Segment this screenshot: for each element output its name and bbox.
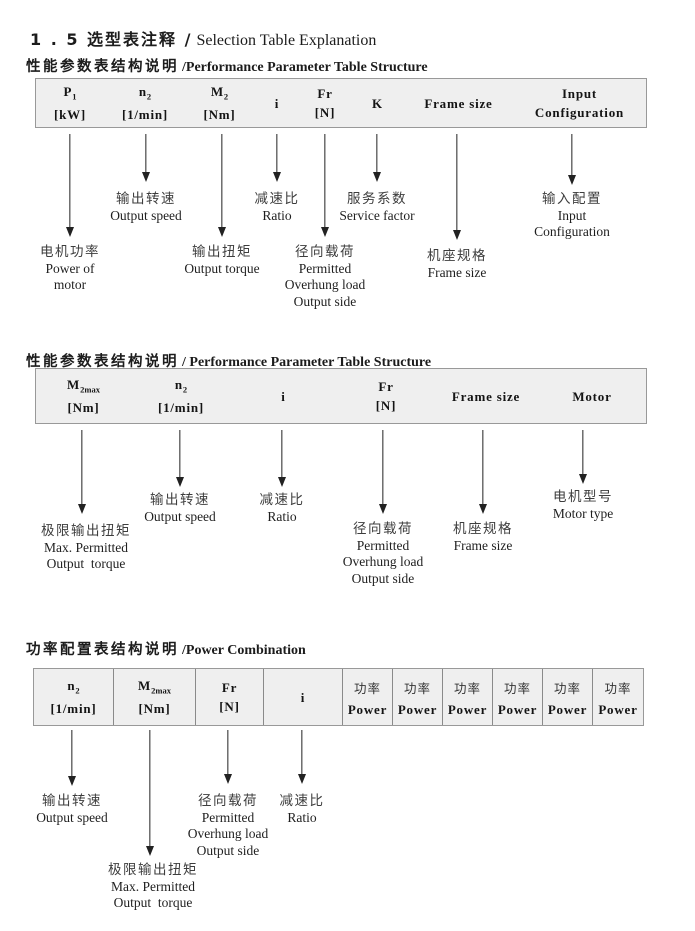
- callout-label-overhung-load: 径向载荷 Permitted Overhung load Output side: [284, 244, 366, 309]
- callout-label-output-speed: 输出转速 Output speed: [144, 492, 216, 524]
- performance-table-header-1: P1 [kW] n2 [1/min] M2 [Nm] i Fr [N] K Fr…: [35, 78, 647, 128]
- callout-label-motor-type: 电机型号 Motor type: [552, 489, 614, 521]
- callout-arrow-overhung-load: [223, 730, 233, 784]
- callout-arrow-output-speed: [175, 430, 185, 487]
- header-cell-m2max: M2max [Nm]: [114, 669, 196, 725]
- header-cell-m2max: M2max [Nm]: [67, 377, 100, 415]
- power-combination-table-header: n2 [1/min] M2max [Nm] Fr [N] i 功率 Power …: [33, 668, 644, 726]
- header-cell-i: i: [274, 95, 280, 111]
- header-cell-frame-size: Frame size: [424, 95, 493, 111]
- callout-label-input-configuration: 输入配置 Input Configuration: [534, 191, 610, 239]
- callout-arrow-motor-type: [578, 430, 588, 484]
- callout-label-output-torque: 输出扭矩 Output torque: [184, 244, 260, 276]
- callout-label-overhung-load: 径向载荷 Permitted Overhung load Output side: [187, 793, 269, 858]
- callout-arrow-input-configuration: [567, 134, 577, 185]
- header-cell-fr: Fr [N]: [314, 86, 336, 120]
- header-cell-k: K: [372, 95, 383, 111]
- header-cell-fr: Fr [N]: [196, 669, 264, 725]
- page-title-en: Selection Table Explanation: [196, 32, 377, 49]
- callout-label-output-speed: 输出转速 Output speed: [110, 191, 182, 223]
- callout-arrow-frame-size: [478, 430, 488, 514]
- callout-label-frame-size: 机座规格 Frame size: [453, 521, 513, 553]
- callout-arrow-output-torque: [217, 134, 227, 237]
- callout-arrow-power: [65, 134, 75, 237]
- callout-arrow-ratio: [277, 430, 287, 487]
- callout-arrow-overhung-load: [378, 430, 388, 514]
- section-heading-2-en: / Performance Parameter Table Structure: [182, 355, 432, 370]
- section-heading-1-zh: 性能参数表结构说明: [26, 59, 179, 75]
- callout-label-max-output-torque: 极限输出扭矩 Max. Permitted Output torque: [108, 862, 198, 910]
- section-heading-3-en: /Power Combination: [182, 643, 306, 658]
- callout-label-frame-size: 机座规格 Frame size: [427, 248, 487, 280]
- callout-arrow-output-speed: [141, 134, 151, 182]
- header-cell-power-6: 功率 Power: [598, 681, 638, 717]
- header-cell-i: i: [264, 669, 343, 725]
- page-title-zh: 1 . 5 选型表注释 /: [30, 30, 193, 49]
- section-heading-1-en: /Performance Parameter Table Structure: [182, 60, 428, 75]
- callout-label-power-of-motor: 电机功率 Power of motor: [40, 244, 100, 292]
- section-heading-3: 功率配置表结构说明/Power Combination: [10, 620, 306, 677]
- header-cell-n2: n2 [1/min]: [157, 377, 205, 415]
- header-cell-m2: M2 [Nm]: [203, 84, 236, 122]
- header-cell-input-configuration: Input Configuration: [534, 86, 625, 120]
- header-cell-power-1: 功率 Power: [343, 669, 393, 725]
- page-title: 1 . 5 选型表注释 /Selection Table Explanation: [14, 8, 376, 68]
- section-heading-2: 性能参数表结构说明/ Performance Parameter Table S…: [10, 332, 431, 389]
- section-heading-3-zh: 功率配置表结构说明: [26, 642, 179, 658]
- header-cell-fr: Fr [N]: [375, 379, 397, 413]
- callout-arrow-output-speed: [67, 730, 77, 786]
- header-cell-n2: n2 [1/min]: [34, 669, 114, 725]
- header-cell-power-2: 功率 Power: [393, 669, 443, 725]
- callout-arrow-frame-size: [452, 134, 462, 240]
- header-cell-power-3: 功率 Power: [443, 669, 493, 725]
- callout-arrow-max-output-torque: [145, 730, 155, 856]
- performance-table-header-2: M2max [Nm] n2 [1/min] i Fr [N] Frame siz…: [35, 368, 647, 424]
- header-cell-power-5: 功率 Power: [543, 669, 593, 725]
- header-cell-power-4: 功率 Power: [493, 669, 543, 725]
- callout-label-overhung-load: 径向载荷 Permitted Overhung load Output side: [342, 521, 424, 586]
- header-cell-p1: P1 [kW]: [53, 84, 87, 122]
- callout-arrow-ratio: [272, 134, 282, 182]
- callout-label-ratio: 减速比 Ratio: [254, 191, 300, 223]
- callout-label-max-output-torque: 极限输出扭矩 Max. Permitted Output torque: [41, 523, 131, 571]
- callout-label-service-factor: 服务系数 Service factor: [339, 191, 415, 223]
- callout-arrow-overhung-load: [320, 134, 330, 237]
- callout-arrow-service-factor: [372, 134, 382, 182]
- header-cell-motor: Motor: [572, 388, 612, 404]
- callout-arrow-max-output-torque: [77, 430, 87, 514]
- header-cell-n2: n2 [1/min]: [121, 84, 169, 122]
- section-heading-2-zh: 性能参数表结构说明: [26, 354, 179, 370]
- callout-label-ratio: 减速比 Ratio: [259, 492, 305, 524]
- callout-arrow-ratio: [297, 730, 307, 784]
- callout-label-ratio: 减速比 Ratio: [279, 793, 325, 825]
- header-cell-i: i: [281, 388, 286, 404]
- header-cell-frame-size: Frame size: [451, 388, 521, 404]
- callout-label-output-speed: 输出转速 Output speed: [36, 793, 108, 825]
- section-heading-1: 性能参数表结构说明/Performance Parameter Table St…: [10, 37, 428, 94]
